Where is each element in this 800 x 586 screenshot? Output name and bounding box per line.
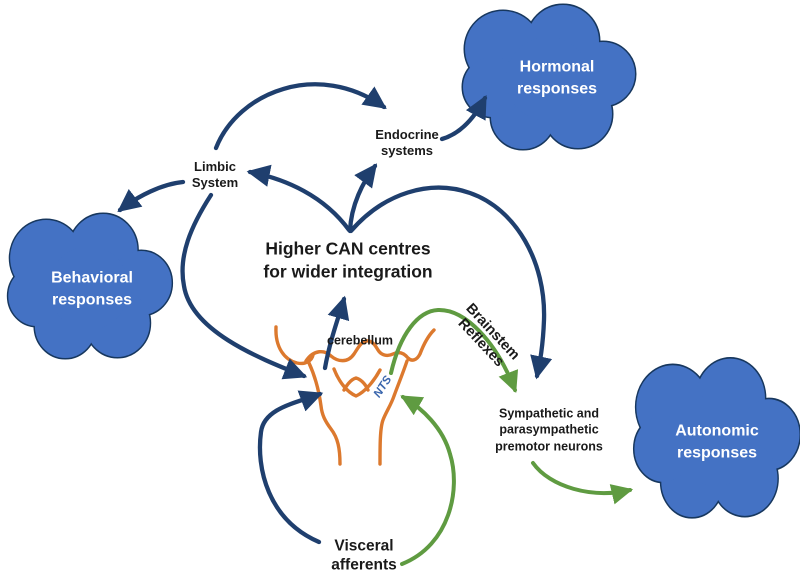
green-pathways bbox=[389, 307, 634, 566]
label-line: parasympathetic bbox=[499, 422, 599, 437]
label-line: responses bbox=[676, 444, 758, 461]
arrow-visceral-to-nts bbox=[400, 395, 456, 566]
label-limbic-system: Limbic System bbox=[192, 159, 238, 191]
label-line: for wider integration bbox=[263, 261, 433, 281]
navy-pathways bbox=[117, 82, 553, 545]
label-line: Behavioral bbox=[51, 269, 133, 287]
brainstem-left-descender bbox=[307, 361, 342, 466]
brainstem-fourth-ventricle bbox=[332, 367, 382, 398]
label-higher-can-centres: Higher CAN centres for wider integration bbox=[263, 237, 432, 283]
arrow-visceral-to-brainstem bbox=[257, 390, 324, 545]
cloud-label-behavioral: Behavioral responses bbox=[51, 267, 133, 310]
brainstem-sketch bbox=[274, 325, 436, 466]
label-line: premotor neurons bbox=[495, 439, 603, 454]
label-line: responses bbox=[51, 291, 133, 308]
brainstem-right-descender bbox=[378, 359, 409, 466]
label-premotor-neurons: Sympathetic and parasympathetic premotor… bbox=[495, 406, 603, 455]
label-line: Sympathetic and bbox=[498, 406, 600, 421]
label-line: Higher CAN centres bbox=[265, 238, 431, 259]
label-visceral-afferents: Visceral afferents bbox=[331, 537, 396, 576]
label-line: Limbic bbox=[194, 159, 236, 175]
arrow-nts-to-premotor bbox=[389, 307, 519, 393]
label-endocrine-systems: Endocrine systems bbox=[375, 127, 439, 159]
cloud-label-hormonal: Hormonal responses bbox=[517, 56, 597, 99]
arrow-can-to-limbic bbox=[246, 164, 352, 233]
label-line: Endocrine bbox=[375, 127, 439, 143]
label-cerebellum: cerebellum bbox=[326, 333, 394, 348]
brainstem-inner-peak bbox=[342, 376, 370, 392]
label-line: systems bbox=[380, 143, 434, 158]
label-line: Hormonal bbox=[519, 58, 595, 76]
arrow-endocrine-to-hormonal bbox=[439, 94, 488, 142]
arrow-brainstem-to-can bbox=[322, 295, 350, 371]
arrow-limbic-to-endocrine bbox=[213, 82, 387, 151]
arrow-can-to-endocrine bbox=[347, 163, 378, 234]
arrow-can-to-premotor bbox=[348, 185, 553, 380]
label-line: Visceral bbox=[334, 537, 394, 555]
label-line: afferents bbox=[331, 557, 397, 574]
brainstem-cerebellum-outline bbox=[304, 328, 436, 363]
label-line: System bbox=[191, 175, 239, 190]
arrow-limbic-to-behavioral bbox=[117, 179, 186, 213]
label-line: Autonomic bbox=[675, 422, 759, 440]
arrow-limbic-to-brainstem bbox=[180, 192, 308, 380]
cloud-label-autonomic: Autonomic responses bbox=[675, 420, 759, 463]
label-line: responses bbox=[516, 80, 598, 97]
arrow-premotor-to-autonomic bbox=[531, 461, 634, 505]
